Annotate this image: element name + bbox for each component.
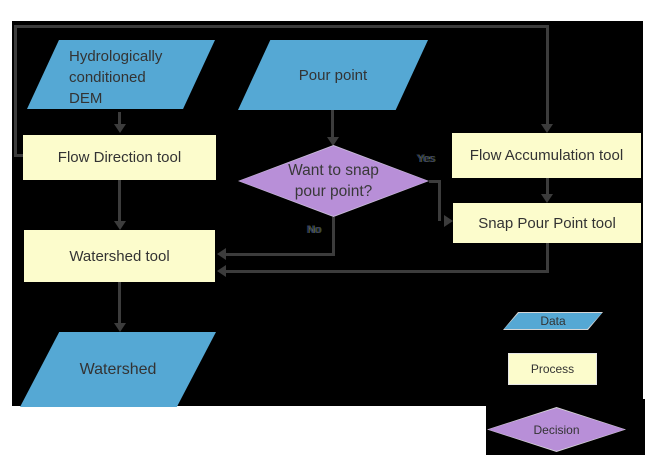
legend-process-shape: Process [508,353,597,385]
legend-process-label: Process [530,362,575,376]
edge-label-yes: Yes [417,153,435,165]
legend-data-label: Data [540,314,566,328]
edge-decision-snap-yes-arrowhead [444,215,453,227]
edge-flowdirection-watershedtool-line [118,180,121,222]
edge-flowdirection-watershedtool-arrowhead [114,221,126,230]
edge-pourpoint-decision-line [331,110,334,138]
edge-flowdirection-flowaccumulation-arrowhead [541,124,553,133]
edge-watershedtool-watershed-line [118,282,121,324]
node-snap-pour-point: Snap Pour Point tool [453,203,641,243]
node-flow-direction: Flow Direction tool [23,135,216,180]
edge-snap-watershedtool-arrowhead [217,265,226,277]
edge-watershedtool-watershed-arrowhead [114,323,126,332]
edge-flowaccumulation-snap-arrowhead [541,194,553,203]
edge-snap-watershedtool-line [546,243,549,272]
edge-decision-watershedtool-no-arrowhead [217,248,226,260]
node-watershed-tool-label: Watershed tool [69,247,170,265]
node-pour-point-label: Pour point [298,66,368,84]
edge-label-no: No [306,224,322,236]
node-pour-point: Pour point [238,40,428,110]
legend-data-fill: Data [504,313,602,329]
node-snap-pour-point-label: Snap Pour Point tool [478,214,616,232]
node-watershed-label: Watershed [79,360,157,378]
node-dem: Hydrologically conditioned DEM [27,40,215,109]
edge-flowdirection-flowaccumulation-line [14,25,549,28]
edge-decision-snap-yes-line [429,180,441,183]
edge-pourpoint-decision-arrowhead [327,137,339,146]
edge-flowdirection-flowaccumulation-line [14,25,17,157]
edge-flowdirection-flowaccumulation-line [14,154,24,157]
legend-decision-label: Decision [533,422,580,437]
node-flow-accumulation-label: Flow Accumulation tool [469,147,624,164]
edge-flowaccumulation-snap-line [546,178,549,195]
node-watershed-tool: Watershed tool [24,230,215,282]
edge-decision-snap-yes-line [438,180,441,221]
edge-dem-flowdirection-arrowhead [114,124,126,133]
legend-data-shape: Data [503,312,603,330]
edge-dem-flowdirection-line [118,112,121,125]
edge-decision-watershedtool-no-line [332,217,335,256]
node-snap-decision-label: Want to snap pour point? [288,162,379,200]
node-flow-direction-label: Flow Direction tool [57,149,182,166]
edge-snap-watershedtool-line [226,270,549,273]
node-watershed: Watershed [20,332,216,407]
node-flow-accumulation: Flow Accumulation tool [452,133,641,178]
edge-decision-watershedtool-no-line [226,253,335,256]
node-dem-label: Hydrologically conditioned DEM [69,47,163,107]
edge-flowdirection-flowaccumulation-line [546,25,549,124]
